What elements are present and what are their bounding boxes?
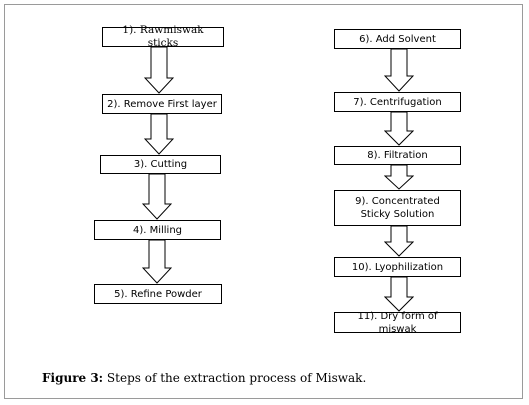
step-5-box: 5). Refine Powder [94,284,222,304]
step-2-box: 2). Remove First layer [102,94,222,114]
step-7-label: 7). Centrifugation [353,96,442,108]
step-1-label: 1). Rawmiswak sticks [122,24,204,49]
arrow-8-to-9 [384,165,414,190]
arrow-4-to-5 [142,240,172,284]
step-6-label: 6). Add Solvent [359,33,436,45]
step-5-label: 5). Refine Powder [114,288,202,300]
arrow-6-to-7 [384,49,414,92]
arrow-3-to-4 [142,174,172,220]
caption-label: Figure 3: [42,371,104,385]
arrow-9-to-10 [384,226,414,257]
arrow-2-to-3 [144,114,174,155]
arrow-1-to-2 [144,47,174,94]
step-2-label: 2). Remove First layer [107,98,217,110]
step-10-box: 10). Lyophilization [334,257,461,277]
step-8-box: 8). Filtration [334,146,461,165]
step-1-box: 1). Rawmiswak sticks [102,24,224,49]
step-7-box: 7). Centrifugation [334,92,461,112]
step-10-label: 10). Lyophilization [351,261,444,273]
step-11-label: 11). Dry form of miswak [357,310,438,335]
figure-caption: Figure 3: Steps of the extraction proces… [42,371,366,385]
step-9-label: 9). Concentrated Sticky Solution [355,196,440,220]
step-4-label: 4). Milling [132,224,183,236]
arrow-7-to-8 [384,112,414,146]
step-3-label: 3). Cutting [133,159,188,170]
caption-text: Steps of the extraction process of Miswa… [103,371,367,385]
step-3-box: 3). Cutting [100,155,221,174]
arrow-10-to-11 [384,277,414,312]
step-11-box: 11). Dry form of miswak [334,310,461,335]
step-9-box: 9). Concentrated Sticky Solution [334,190,461,226]
step-8-label: 8). Filtration [367,150,428,161]
step-4-box: 4). Milling [94,220,221,240]
step-6-box: 6). Add Solvent [334,29,461,49]
